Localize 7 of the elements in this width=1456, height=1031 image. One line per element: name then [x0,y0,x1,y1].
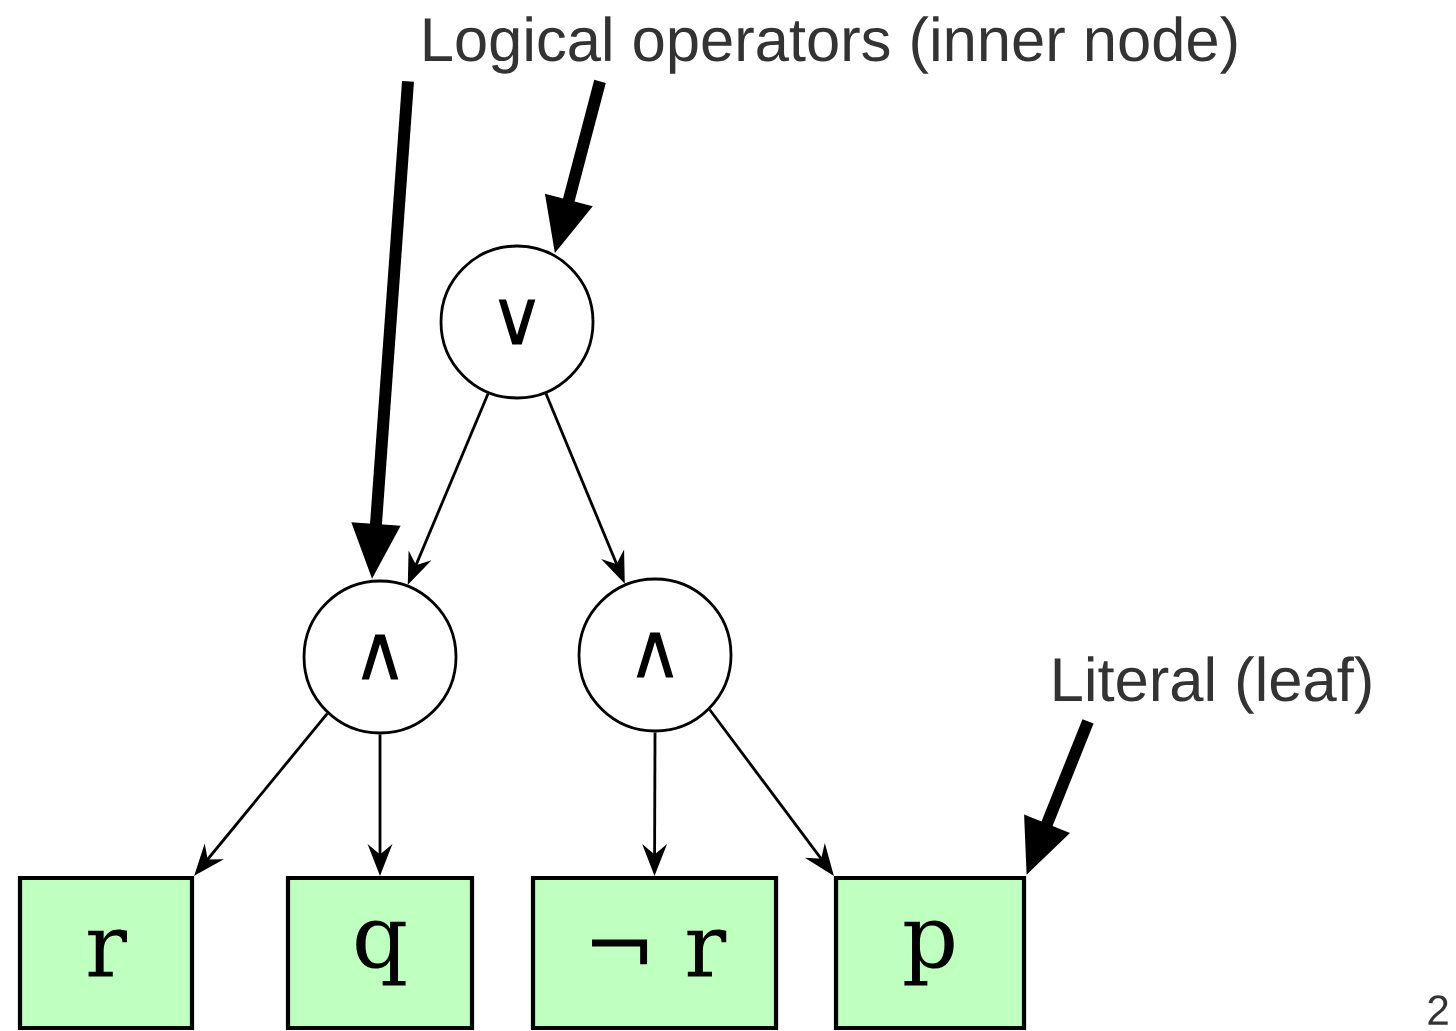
literal-box: ¬ r [530,875,779,1031]
annotation-text: Logical operators (inner node) [424,16,1237,74]
literal-box: r [17,875,195,1031]
annotation-text: Literal (leaf) [1054,656,1371,714]
page-number: 2 [1428,995,1448,1025]
literal-box: p [833,875,1027,1031]
literal-box: q [285,875,475,1031]
